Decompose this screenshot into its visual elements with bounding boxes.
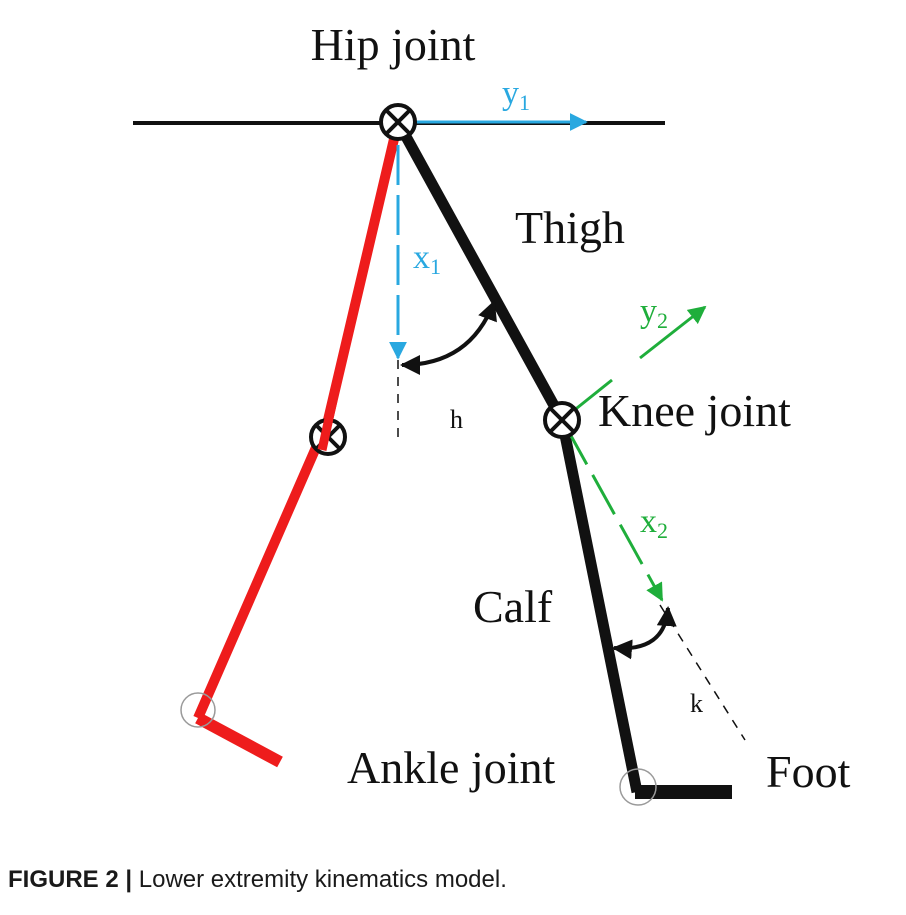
figure-caption: FIGURE 2 | Lower extremity kinematics mo…	[8, 866, 898, 894]
calf-segment	[556, 418, 643, 794]
axis-y1-label: y1	[502, 75, 530, 115]
thigh-label: Thigh	[515, 202, 625, 253]
axis-x2-arrow	[563, 424, 664, 602]
hip-joint-label: Hip joint	[311, 19, 476, 70]
calf-label: Calf	[473, 581, 553, 632]
angle-k-label: k	[690, 689, 703, 718]
hip-joint-marker	[379, 103, 417, 141]
swing-leg-thigh-calf	[193, 120, 403, 720]
swing-leg-overlay	[317, 399, 338, 451]
kinematics-diagram: Hip joint Thigh Knee joint Calf Ankle jo…	[133, 19, 851, 806]
hip-angle-arc	[400, 300, 497, 375]
axis-x1-label: x1	[413, 239, 441, 279]
knee-joint-label: Knee joint	[598, 385, 791, 436]
figure-caption-text: Lower extremity kinematics model.	[132, 866, 507, 893]
axis-y2-arrow	[639, 305, 707, 360]
knee-angle-arc	[612, 606, 677, 660]
ankle-joint-label: Ankle joint	[347, 742, 555, 793]
axis-y2-label: y2	[640, 293, 668, 333]
swing-leg-foot	[195, 712, 283, 768]
figure-caption-label: FIGURE 2 |	[8, 866, 133, 893]
knee-extension-reference	[659, 604, 746, 741]
foot-label: Foot	[766, 746, 851, 797]
ankle-joint-marker	[619, 768, 657, 806]
angle-h-label: h	[450, 405, 463, 434]
axis-x2-label: x2	[640, 503, 668, 543]
thigh-segment	[393, 119, 567, 423]
knee-joint-marker	[543, 401, 581, 439]
swing-leg-ankle-marker	[180, 692, 216, 728]
